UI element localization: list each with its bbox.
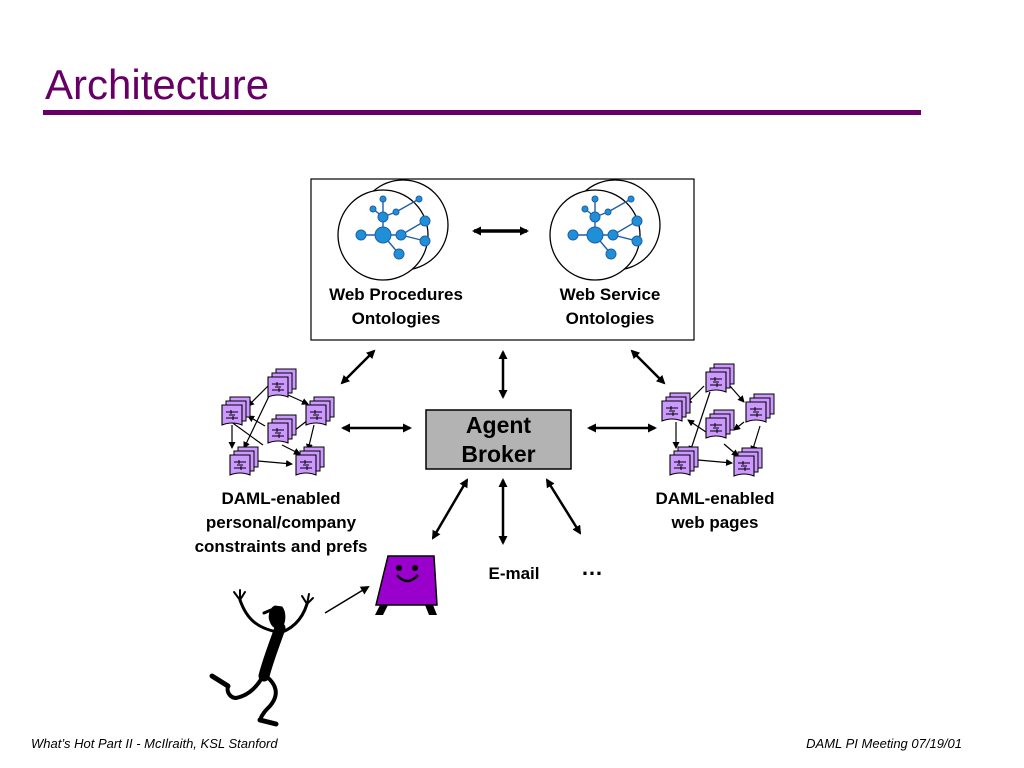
footer-left: What’s Hot Part II - McIlraith, KSL Stan… xyxy=(31,736,278,751)
daml-document-icon xyxy=(661,392,691,422)
daml-document-icon xyxy=(267,368,297,398)
daml-document-icon xyxy=(305,396,335,426)
daml-document-icon xyxy=(295,446,325,476)
agent-broker-label: Agent Broker xyxy=(461,412,536,467)
footer-right: DAML PI Meeting 07/19/01 xyxy=(806,736,962,751)
daml-web-pages-label: DAML-enabled web pages xyxy=(655,489,775,532)
daml-document-icon xyxy=(733,447,763,477)
slide-title: Architecture xyxy=(45,61,270,108)
agent-robot-icon xyxy=(375,555,438,615)
arrow-ontology-personal xyxy=(340,349,376,385)
web-procedures-ontologies-label: Web Procedures Ontologies xyxy=(329,285,463,328)
personal-constraints-label: DAML-enabled personal/company constraint… xyxy=(194,489,368,556)
arrow-broker-more xyxy=(545,478,582,535)
arrow-broker-agent xyxy=(431,478,469,540)
arrow-ontology-web xyxy=(630,349,666,385)
daml-document-icon xyxy=(745,393,775,423)
daml-document-icon xyxy=(669,446,699,476)
ellipsis-label: … xyxy=(581,555,603,580)
title-underline xyxy=(43,110,921,115)
daml-document-icon xyxy=(705,363,735,393)
web-doc-cluster xyxy=(661,363,775,477)
personal-doc-cluster xyxy=(221,368,335,476)
daml-document-icon xyxy=(705,409,735,439)
arrow-person-agent xyxy=(324,585,370,614)
daml-document-icon xyxy=(221,396,251,426)
web-service-ontologies-label: Web Service Ontologies xyxy=(559,285,661,328)
daml-document-icon xyxy=(229,446,259,476)
daml-document-icon xyxy=(267,414,297,444)
dancing-person-icon xyxy=(209,589,314,727)
agent-broker-box xyxy=(425,409,572,470)
email-label: E-mail xyxy=(488,564,540,583)
